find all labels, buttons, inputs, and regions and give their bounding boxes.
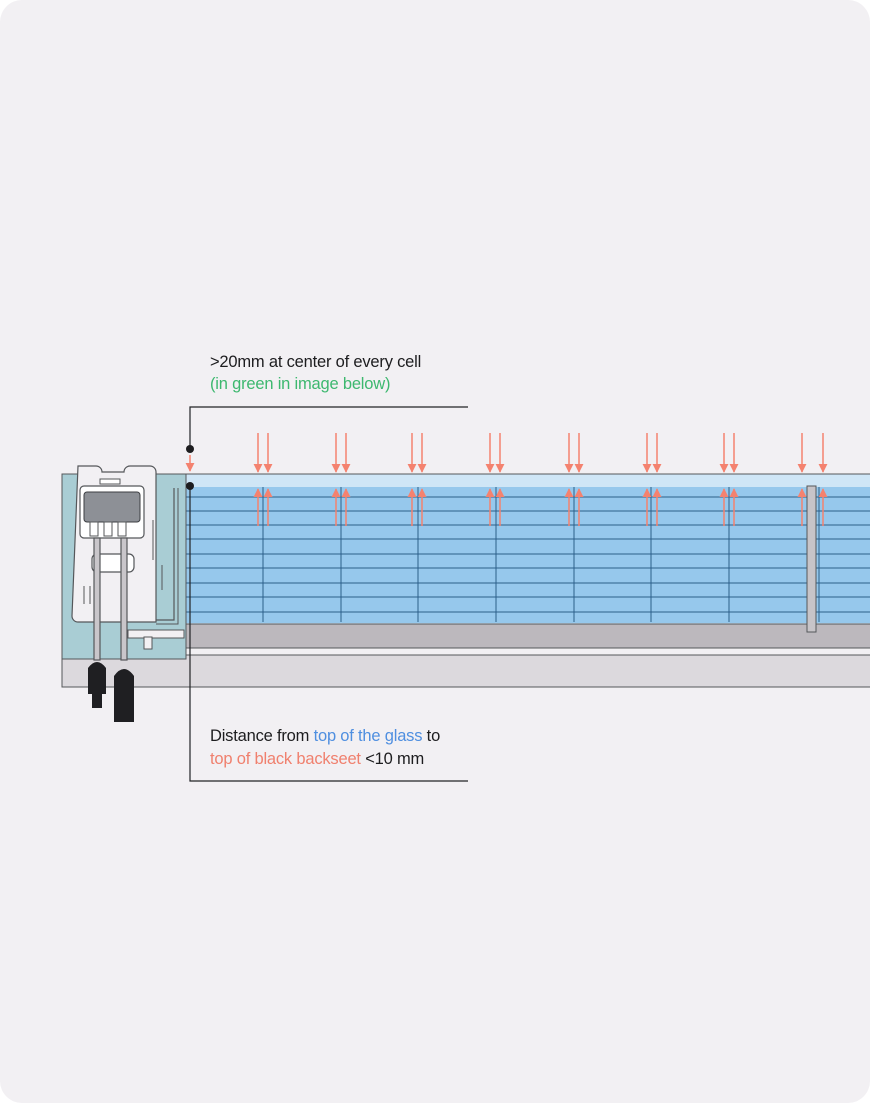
annotation-bottom-prefix: Distance from	[210, 727, 314, 745]
annotation-top-line1: >20mm at center of every cell	[210, 353, 422, 371]
frame-rail-upper	[183, 623, 870, 649]
junction-terminals	[89, 521, 127, 537]
leader-dot-bottom	[186, 482, 194, 490]
junction-label	[99, 478, 121, 485]
cables	[93, 537, 128, 661]
arrows-up	[253, 488, 828, 526]
callout-leaders	[189, 406, 468, 782]
vertical-bar	[806, 485, 817, 633]
connector-right	[114, 669, 134, 722]
annotation-bottom-suffix: <10 mm	[360, 750, 425, 768]
annotation-bottom-line2: top of black backseet <10 mm	[210, 748, 424, 770]
leader-dot-top	[186, 445, 194, 453]
annotation-glass-text: top of the glass	[313, 727, 423, 745]
annotation-top-line2: (in green in image below)	[210, 375, 391, 393]
edge-rail	[156, 488, 175, 621]
annotation-bottom-middle: to	[422, 727, 441, 745]
annotation-backseet-text: top of black backseet	[210, 750, 361, 768]
glass-area	[186, 487, 870, 623]
frame-rail-lower	[61, 654, 870, 688]
junction-box-cover	[83, 491, 141, 523]
cell-lines	[186, 496, 870, 613]
connector-left	[88, 662, 106, 708]
side-slots	[83, 520, 163, 604]
edge-rail-inner	[156, 488, 179, 625]
cell-dividers	[262, 487, 820, 622]
frame-connector	[127, 629, 185, 650]
arrows-down	[185, 433, 828, 473]
annotation-bottom-line1: Distance from top of the glass to	[210, 725, 440, 747]
